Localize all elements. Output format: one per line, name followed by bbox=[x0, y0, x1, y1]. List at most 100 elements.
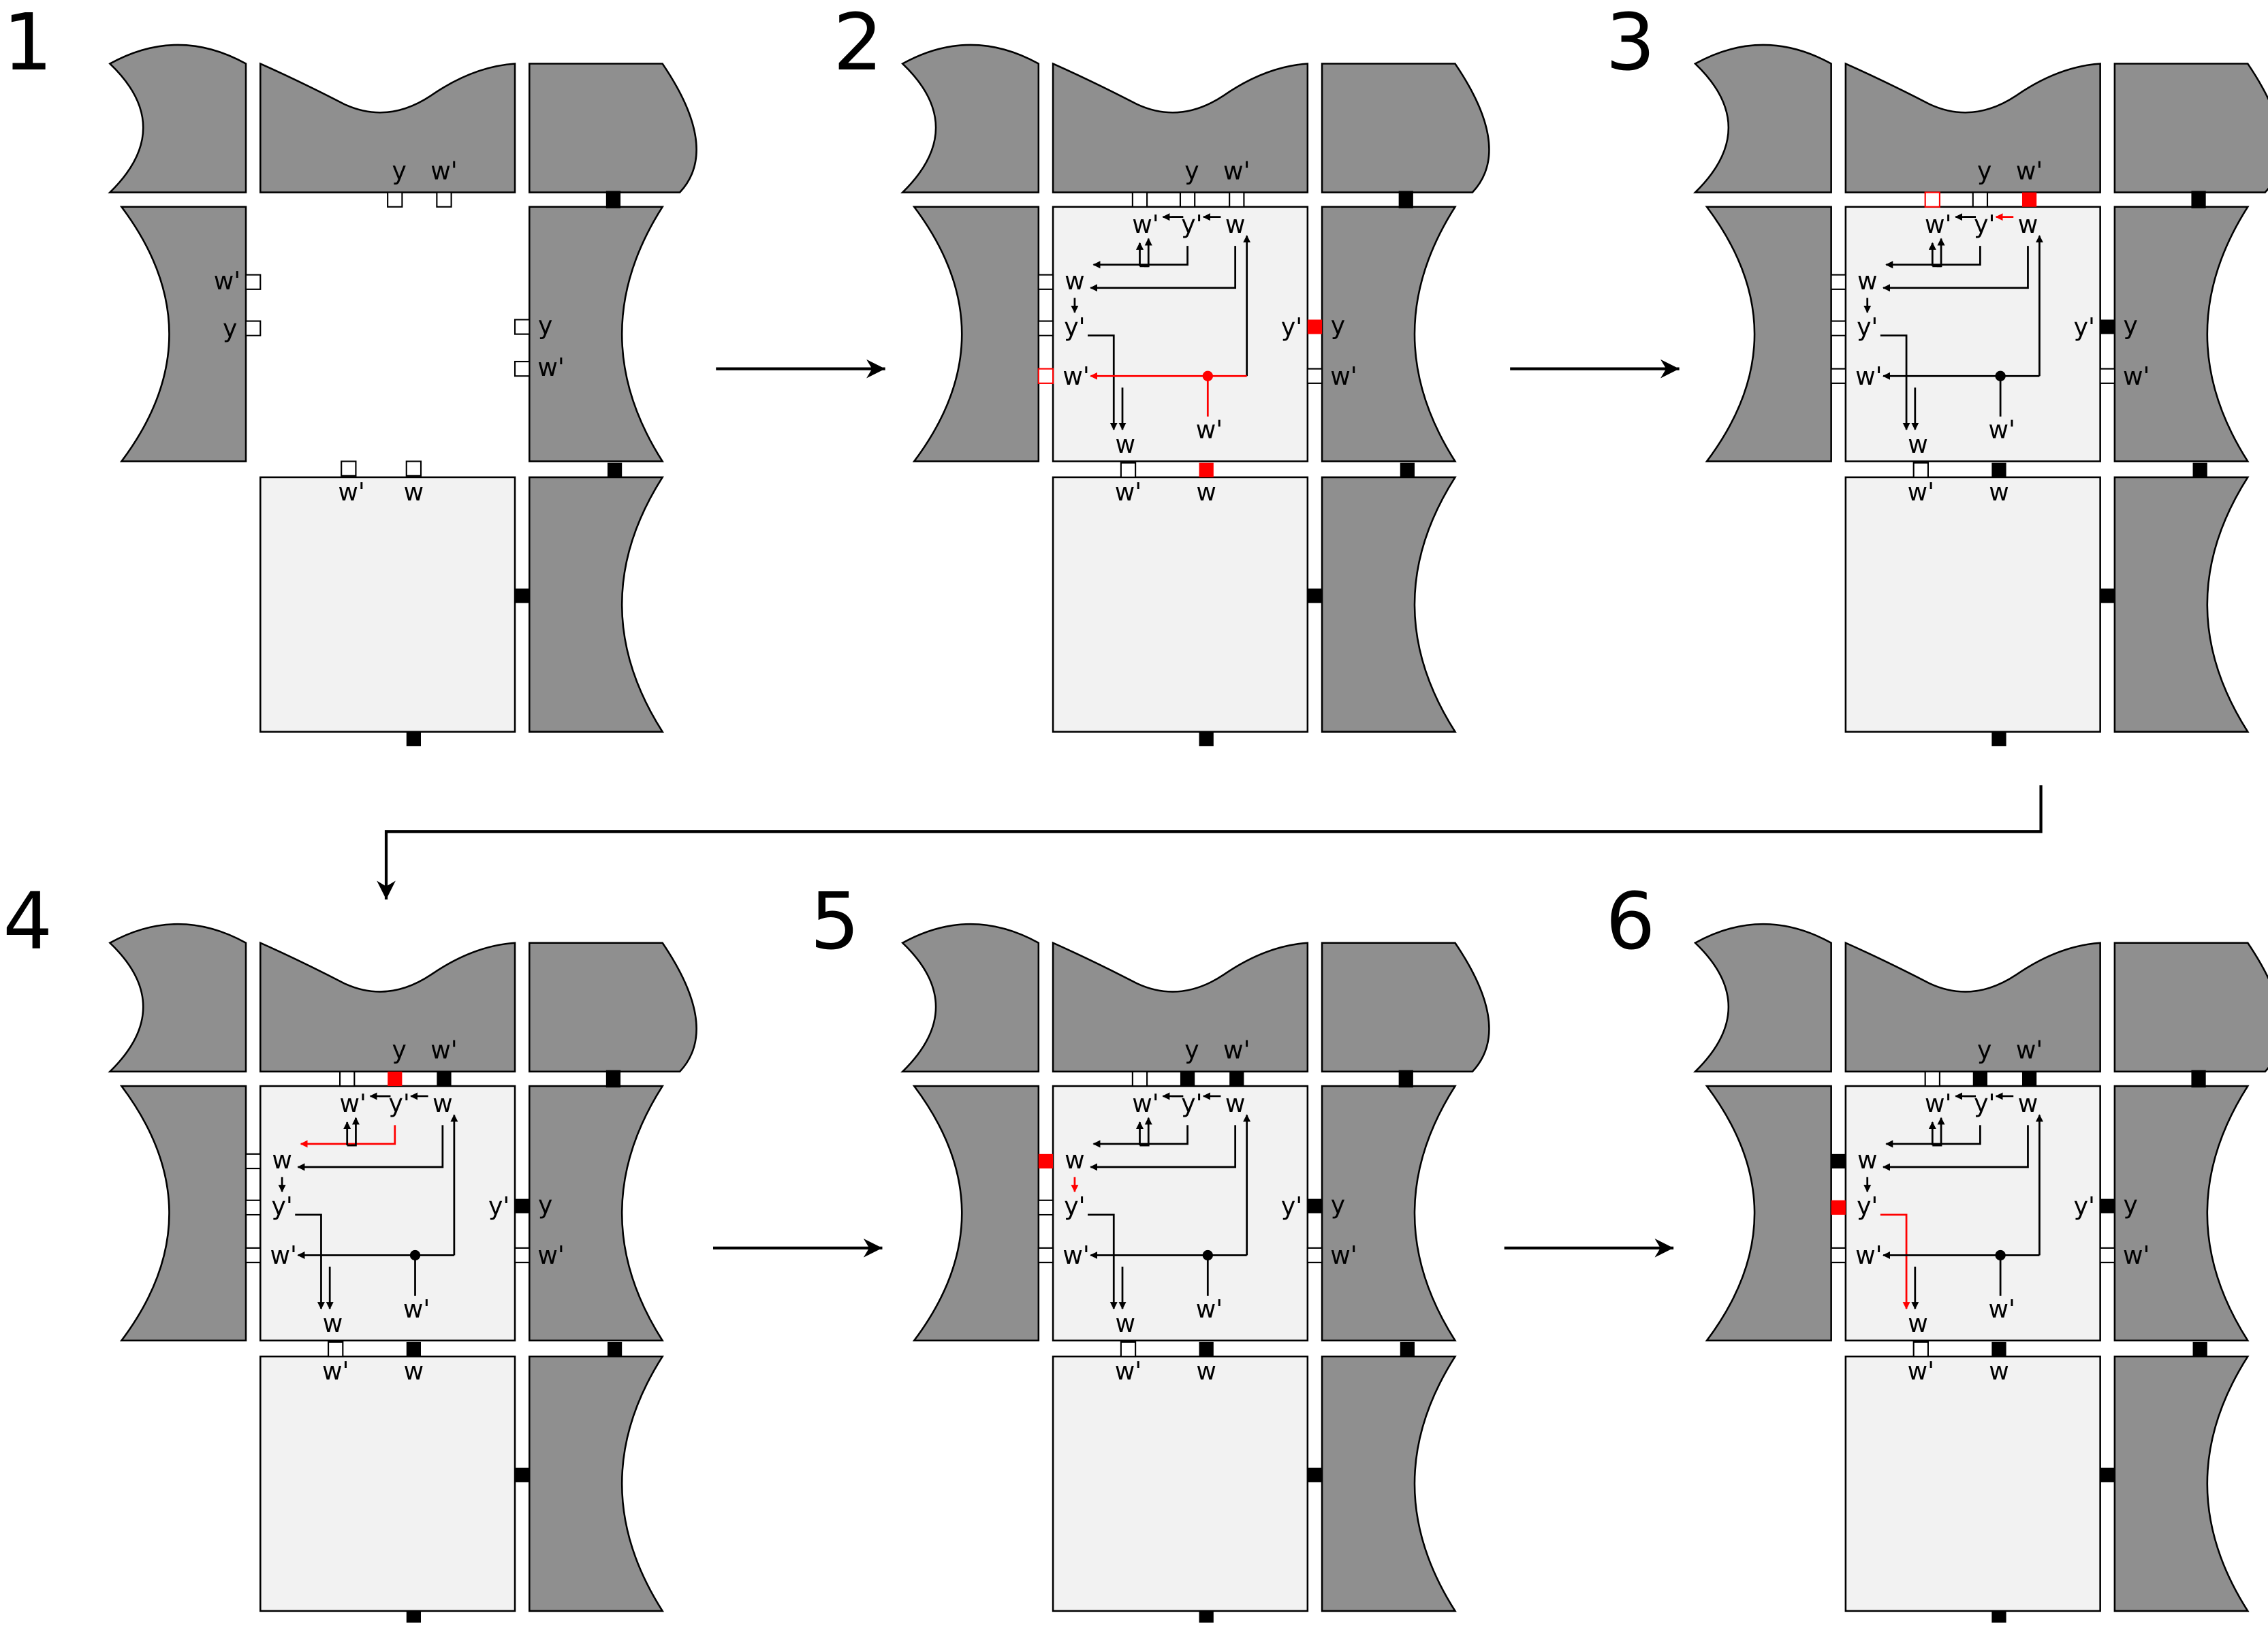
glue-square bbox=[1037, 320, 1054, 336]
tile-top-center bbox=[259, 62, 516, 193]
glue-square bbox=[1830, 320, 1846, 336]
bond-vertical bbox=[607, 462, 623, 477]
glue-square bbox=[1912, 1341, 1929, 1358]
glue-label: w bbox=[1196, 477, 1216, 507]
glue-square bbox=[341, 460, 357, 477]
glue-square bbox=[1830, 1247, 1846, 1264]
bond-vertical bbox=[1991, 1341, 2006, 1357]
tile-top-left bbox=[1692, 44, 1832, 193]
glue-label: w' bbox=[1115, 1356, 1141, 1386]
tile-left bbox=[1705, 206, 1832, 462]
bond-horizontal bbox=[1831, 1200, 1846, 1215]
bond-vertical bbox=[2192, 1341, 2207, 1357]
glue-label: w' bbox=[403, 1294, 430, 1324]
tile-left bbox=[912, 1085, 1040, 1342]
bond-top-right bbox=[2191, 191, 2206, 208]
glue-square bbox=[1306, 1247, 1323, 1264]
glue-label: w' bbox=[270, 1241, 297, 1270]
glue-label: y bbox=[2124, 311, 2138, 340]
glue-label: y bbox=[1977, 156, 1991, 185]
tile-top-center bbox=[259, 941, 516, 1073]
glue-square bbox=[1131, 1070, 1148, 1087]
glue-label: y bbox=[1331, 1190, 1345, 1220]
tile-bottom bbox=[1844, 1355, 2101, 1612]
bond-vertical bbox=[607, 1341, 623, 1357]
tile-bottom bbox=[1052, 476, 1309, 733]
glue-label: w bbox=[1115, 1309, 1135, 1338]
tile-bottom bbox=[1052, 1355, 1309, 1612]
step-numbers: 1 2 3 4 5 6 bbox=[3, 0, 1655, 968]
tile-bottom bbox=[259, 1355, 516, 1612]
glue-label: y bbox=[1184, 156, 1199, 185]
tile-left bbox=[119, 1085, 247, 1342]
step-number-5: 5 bbox=[810, 877, 860, 968]
tile-top-right bbox=[1321, 63, 1490, 193]
glue-label: y bbox=[2124, 1190, 2138, 1220]
glue-square bbox=[1229, 191, 1245, 208]
wire-junction bbox=[1995, 1249, 2006, 1261]
glue-label: w bbox=[1908, 1309, 1928, 1338]
glue-label: w' bbox=[1223, 1036, 1250, 1065]
wire-left-yprime-down bbox=[1088, 334, 1118, 430]
wire-left-yprime-down bbox=[1088, 1213, 1118, 1310]
tile-bottom-right bbox=[529, 476, 664, 733]
glue-label: w' bbox=[2016, 1036, 2043, 1065]
glue-label: w bbox=[2018, 1089, 2038, 1118]
glue-label: w' bbox=[1330, 1241, 1357, 1270]
tile-top-right bbox=[529, 942, 697, 1073]
transition-arrows bbox=[377, 359, 2043, 1258]
glue-label: y' bbox=[2074, 1192, 2095, 1221]
glue-square bbox=[514, 1247, 531, 1264]
tile-left bbox=[912, 206, 1040, 462]
glue-label: w' bbox=[1989, 1294, 2015, 1324]
bond-horizontal bbox=[515, 1467, 530, 1482]
glue-label: y' bbox=[271, 1192, 292, 1221]
glue-label: y' bbox=[1857, 1192, 1878, 1221]
glue-label: w' bbox=[322, 1356, 349, 1386]
bond-bottom-edge bbox=[1199, 1610, 1214, 1626]
tile-center bbox=[1844, 1085, 2101, 1342]
bond-top-right bbox=[2191, 1070, 2206, 1088]
glue-label: w' bbox=[1925, 1089, 1951, 1118]
glue-label: y' bbox=[1281, 1192, 1302, 1221]
bond-vertical bbox=[406, 1341, 422, 1357]
bond-vertical bbox=[388, 1071, 403, 1087]
glue-label: w' bbox=[1330, 362, 1357, 391]
glue-square bbox=[1179, 191, 1196, 208]
glue-label: w' bbox=[1855, 1241, 1882, 1270]
glue-label: y bbox=[1331, 311, 1345, 340]
bond-vertical bbox=[1180, 1071, 1195, 1087]
glue-label: w bbox=[1908, 430, 1928, 459]
bond-horizontal bbox=[2100, 1467, 2115, 1482]
bond-vertical bbox=[1991, 462, 2006, 477]
wire-w-to-left bbox=[1882, 246, 2029, 292]
glue-label: w' bbox=[1062, 1241, 1089, 1270]
glue-label: w bbox=[1065, 1145, 1085, 1175]
bond-bottom-edge bbox=[1991, 731, 2006, 746]
glue-label: y' bbox=[1064, 1192, 1085, 1221]
glue-label: w bbox=[1857, 1145, 1878, 1175]
tile-top-left bbox=[108, 923, 247, 1073]
bond-horizontal bbox=[1307, 319, 1323, 334]
glue-label: y bbox=[1977, 1036, 1991, 1065]
glue-square bbox=[2099, 1247, 2115, 1264]
glue-label: w bbox=[1115, 430, 1135, 459]
glue-square bbox=[1037, 368, 1054, 384]
bond-vertical bbox=[1400, 1341, 1415, 1357]
glue-square bbox=[1912, 462, 1929, 478]
glue-square bbox=[328, 1341, 344, 1358]
wire-yprime-to-left-w bbox=[1092, 246, 1188, 269]
glue-label: w' bbox=[2016, 156, 2043, 185]
bond-bottom-edge bbox=[1991, 1610, 2006, 1626]
glue-square bbox=[1131, 191, 1148, 208]
glue-label: w' bbox=[1925, 210, 1951, 239]
glue-square bbox=[339, 1070, 356, 1087]
glue-label: w' bbox=[1223, 156, 1250, 185]
glue-label: y' bbox=[488, 1192, 509, 1221]
glue-square bbox=[1830, 368, 1846, 384]
glue-square bbox=[1924, 1070, 1940, 1087]
glue-square bbox=[514, 319, 531, 335]
glue-label: w bbox=[404, 1356, 424, 1386]
